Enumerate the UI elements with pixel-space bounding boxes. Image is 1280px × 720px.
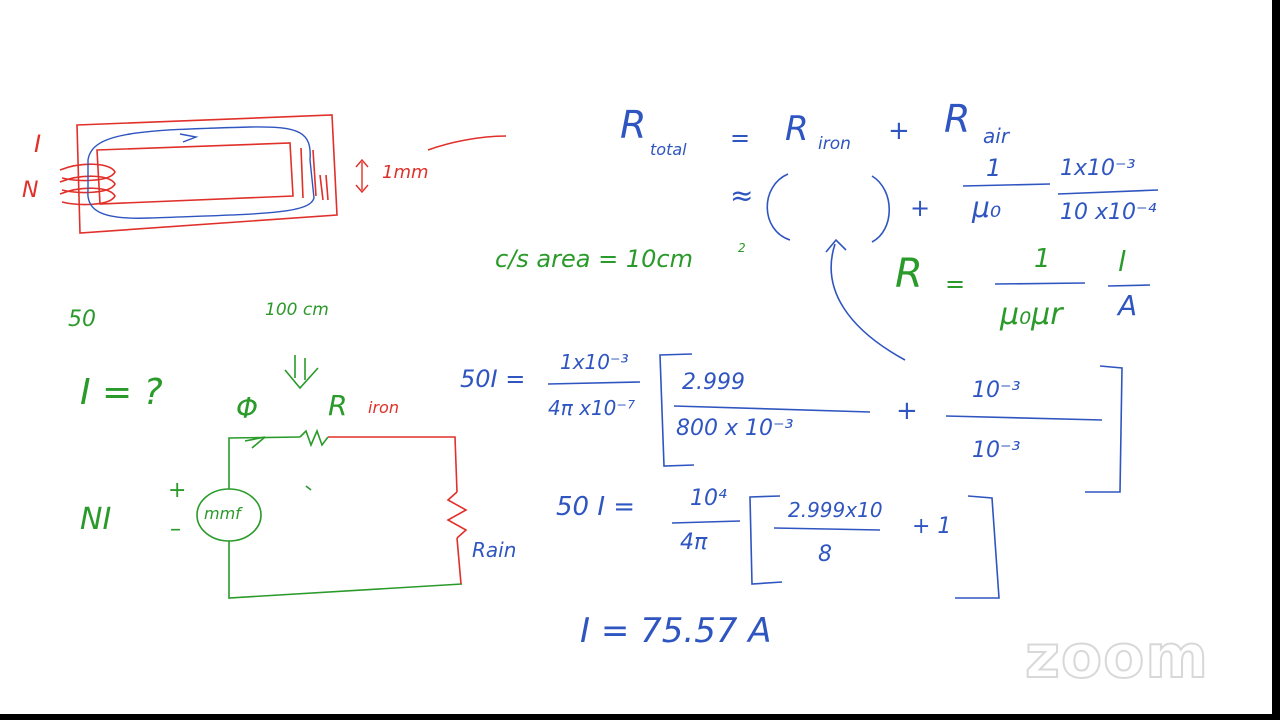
- flux-arrow: [179, 133, 199, 143]
- step2-lhs: 50 I =: [556, 492, 636, 522]
- step1-c-den: 10⁻³: [972, 438, 1021, 463]
- r-iron-symbol: R: [328, 389, 348, 422]
- r-iron-resistor: [299, 428, 329, 448]
- step1-c-num: 10⁻³: [972, 378, 1021, 403]
- phi-label: Φ: [236, 392, 259, 425]
- phi-arrow: [244, 436, 266, 449]
- r-air-eq-sub: air: [983, 124, 1010, 148]
- gap-arrows: [319, 174, 329, 201]
- window-edge-bottom: [0, 714, 1280, 720]
- eq-plus: +: [888, 116, 910, 146]
- magnetic-core-sketch: [59, 114, 507, 234]
- r-air-eq: R: [944, 97, 971, 141]
- coil-turn-2: [59, 175, 116, 194]
- r-formula-equals: =: [945, 270, 966, 298]
- frac-bar-b2: [773, 527, 881, 531]
- one-over-num: 1: [986, 154, 1002, 182]
- step1-den: 4π x10⁻⁷: [548, 396, 635, 420]
- bracket-left-step2: [749, 495, 783, 585]
- cross-section-exp: 2: [738, 241, 746, 255]
- frac-bar-step1: [547, 381, 641, 385]
- plus-sign: +: [168, 478, 187, 503]
- r-iron-sub: iron: [368, 398, 399, 417]
- coil-current-label: I: [34, 130, 42, 158]
- flux-loop: [87, 126, 315, 219]
- approx-sign: ≈: [730, 179, 754, 212]
- result-equation: I = 75.57 A: [580, 611, 772, 651]
- frac-bar-c1: [945, 415, 1103, 421]
- turns-value: 50: [68, 307, 96, 332]
- step2-den: 4π: [680, 530, 708, 555]
- gap-area-den: 10 x10⁻⁴: [1060, 200, 1157, 225]
- frac-bar-gap: [1057, 189, 1159, 195]
- gap-left-edge: [300, 147, 304, 199]
- r-total-sub: total: [650, 140, 687, 159]
- circuit-red-branch: [328, 436, 468, 585]
- r-total-symbol: R: [620, 103, 647, 147]
- cross-section-label: c/s area = 10cm: [495, 245, 693, 273]
- pointer-head: [825, 238, 847, 253]
- frac-bar-mu0: [962, 183, 1051, 187]
- mmf-label: mmf: [204, 504, 241, 523]
- r-air-label: Rain: [472, 538, 517, 562]
- r-formula-symbol: R: [895, 251, 923, 297]
- paren-left: [766, 173, 791, 241]
- wire-top-right: [328, 436, 458, 493]
- core-inner-outline: [96, 142, 294, 205]
- bracket-left-step1: [659, 353, 695, 467]
- step2-b-num: 2.999x10: [788, 498, 883, 522]
- bracket-right-step2: [955, 495, 1000, 599]
- r-air-resistor: [446, 491, 468, 539]
- bracket-right-step1: [1085, 365, 1123, 493]
- step1-b-den: 800 x 10⁻³: [676, 416, 794, 441]
- step2-num: 10⁴: [690, 486, 727, 511]
- r-formula-l: l: [1118, 245, 1126, 278]
- paren-right: [871, 175, 891, 243]
- core-outer-outline: [76, 114, 338, 234]
- window-edge-right: [1272, 0, 1280, 720]
- pointer-curve: [830, 243, 906, 361]
- gap-length-num: 1x10⁻³: [1060, 156, 1136, 181]
- magnetic-circuit: [196, 355, 463, 599]
- step1-plus: +: [896, 396, 918, 426]
- unknown-current: I = ?: [80, 372, 163, 413]
- plus-2: +: [910, 194, 931, 222]
- r-iron-eq: R: [785, 109, 809, 149]
- stray-dot: [305, 485, 312, 491]
- coil-turns-label: N: [22, 178, 39, 203]
- coil-turn-1: [59, 163, 116, 182]
- frac-bar-step2: [671, 520, 741, 524]
- air-gap-label: 1mm: [382, 162, 429, 183]
- r-formula-a: A: [1118, 289, 1138, 322]
- step1-lhs: 50I =: [460, 365, 526, 393]
- minus-sign: –: [170, 517, 181, 542]
- r-formula-den: μ₀μr: [1000, 297, 1063, 332]
- step2-plus: + 1: [912, 514, 952, 539]
- gap-dimension-arrow: [355, 158, 369, 194]
- wire-right-bottom: [456, 537, 462, 585]
- frac-bar-la: [1107, 284, 1151, 287]
- gap-right-edge: [312, 149, 317, 197]
- r-formula-one: 1: [1034, 244, 1051, 274]
- step1-num: 1x10⁻³: [560, 350, 629, 374]
- pointer-arrow: [284, 355, 319, 390]
- stray-stroke: [427, 135, 507, 151]
- frac-bar-r: [994, 282, 1086, 285]
- frac-bar-b1: [673, 405, 871, 413]
- wire-bottom: [228, 541, 463, 599]
- step1-b-num: 2.999: [682, 370, 745, 395]
- mu0-den: μ₀: [972, 191, 1002, 224]
- wire-top-left: [228, 436, 301, 489]
- equation-strokes: [547, 173, 1159, 599]
- length-value: 100 cm: [265, 300, 329, 320]
- coil-turn-3: [59, 187, 116, 206]
- step2-b-den: 8: [818, 542, 832, 567]
- zoom-watermark: zoom: [1024, 621, 1209, 693]
- ni-label: NI: [80, 502, 112, 537]
- eq-equals: =: [730, 124, 751, 152]
- r-iron-eq-sub: iron: [818, 134, 851, 154]
